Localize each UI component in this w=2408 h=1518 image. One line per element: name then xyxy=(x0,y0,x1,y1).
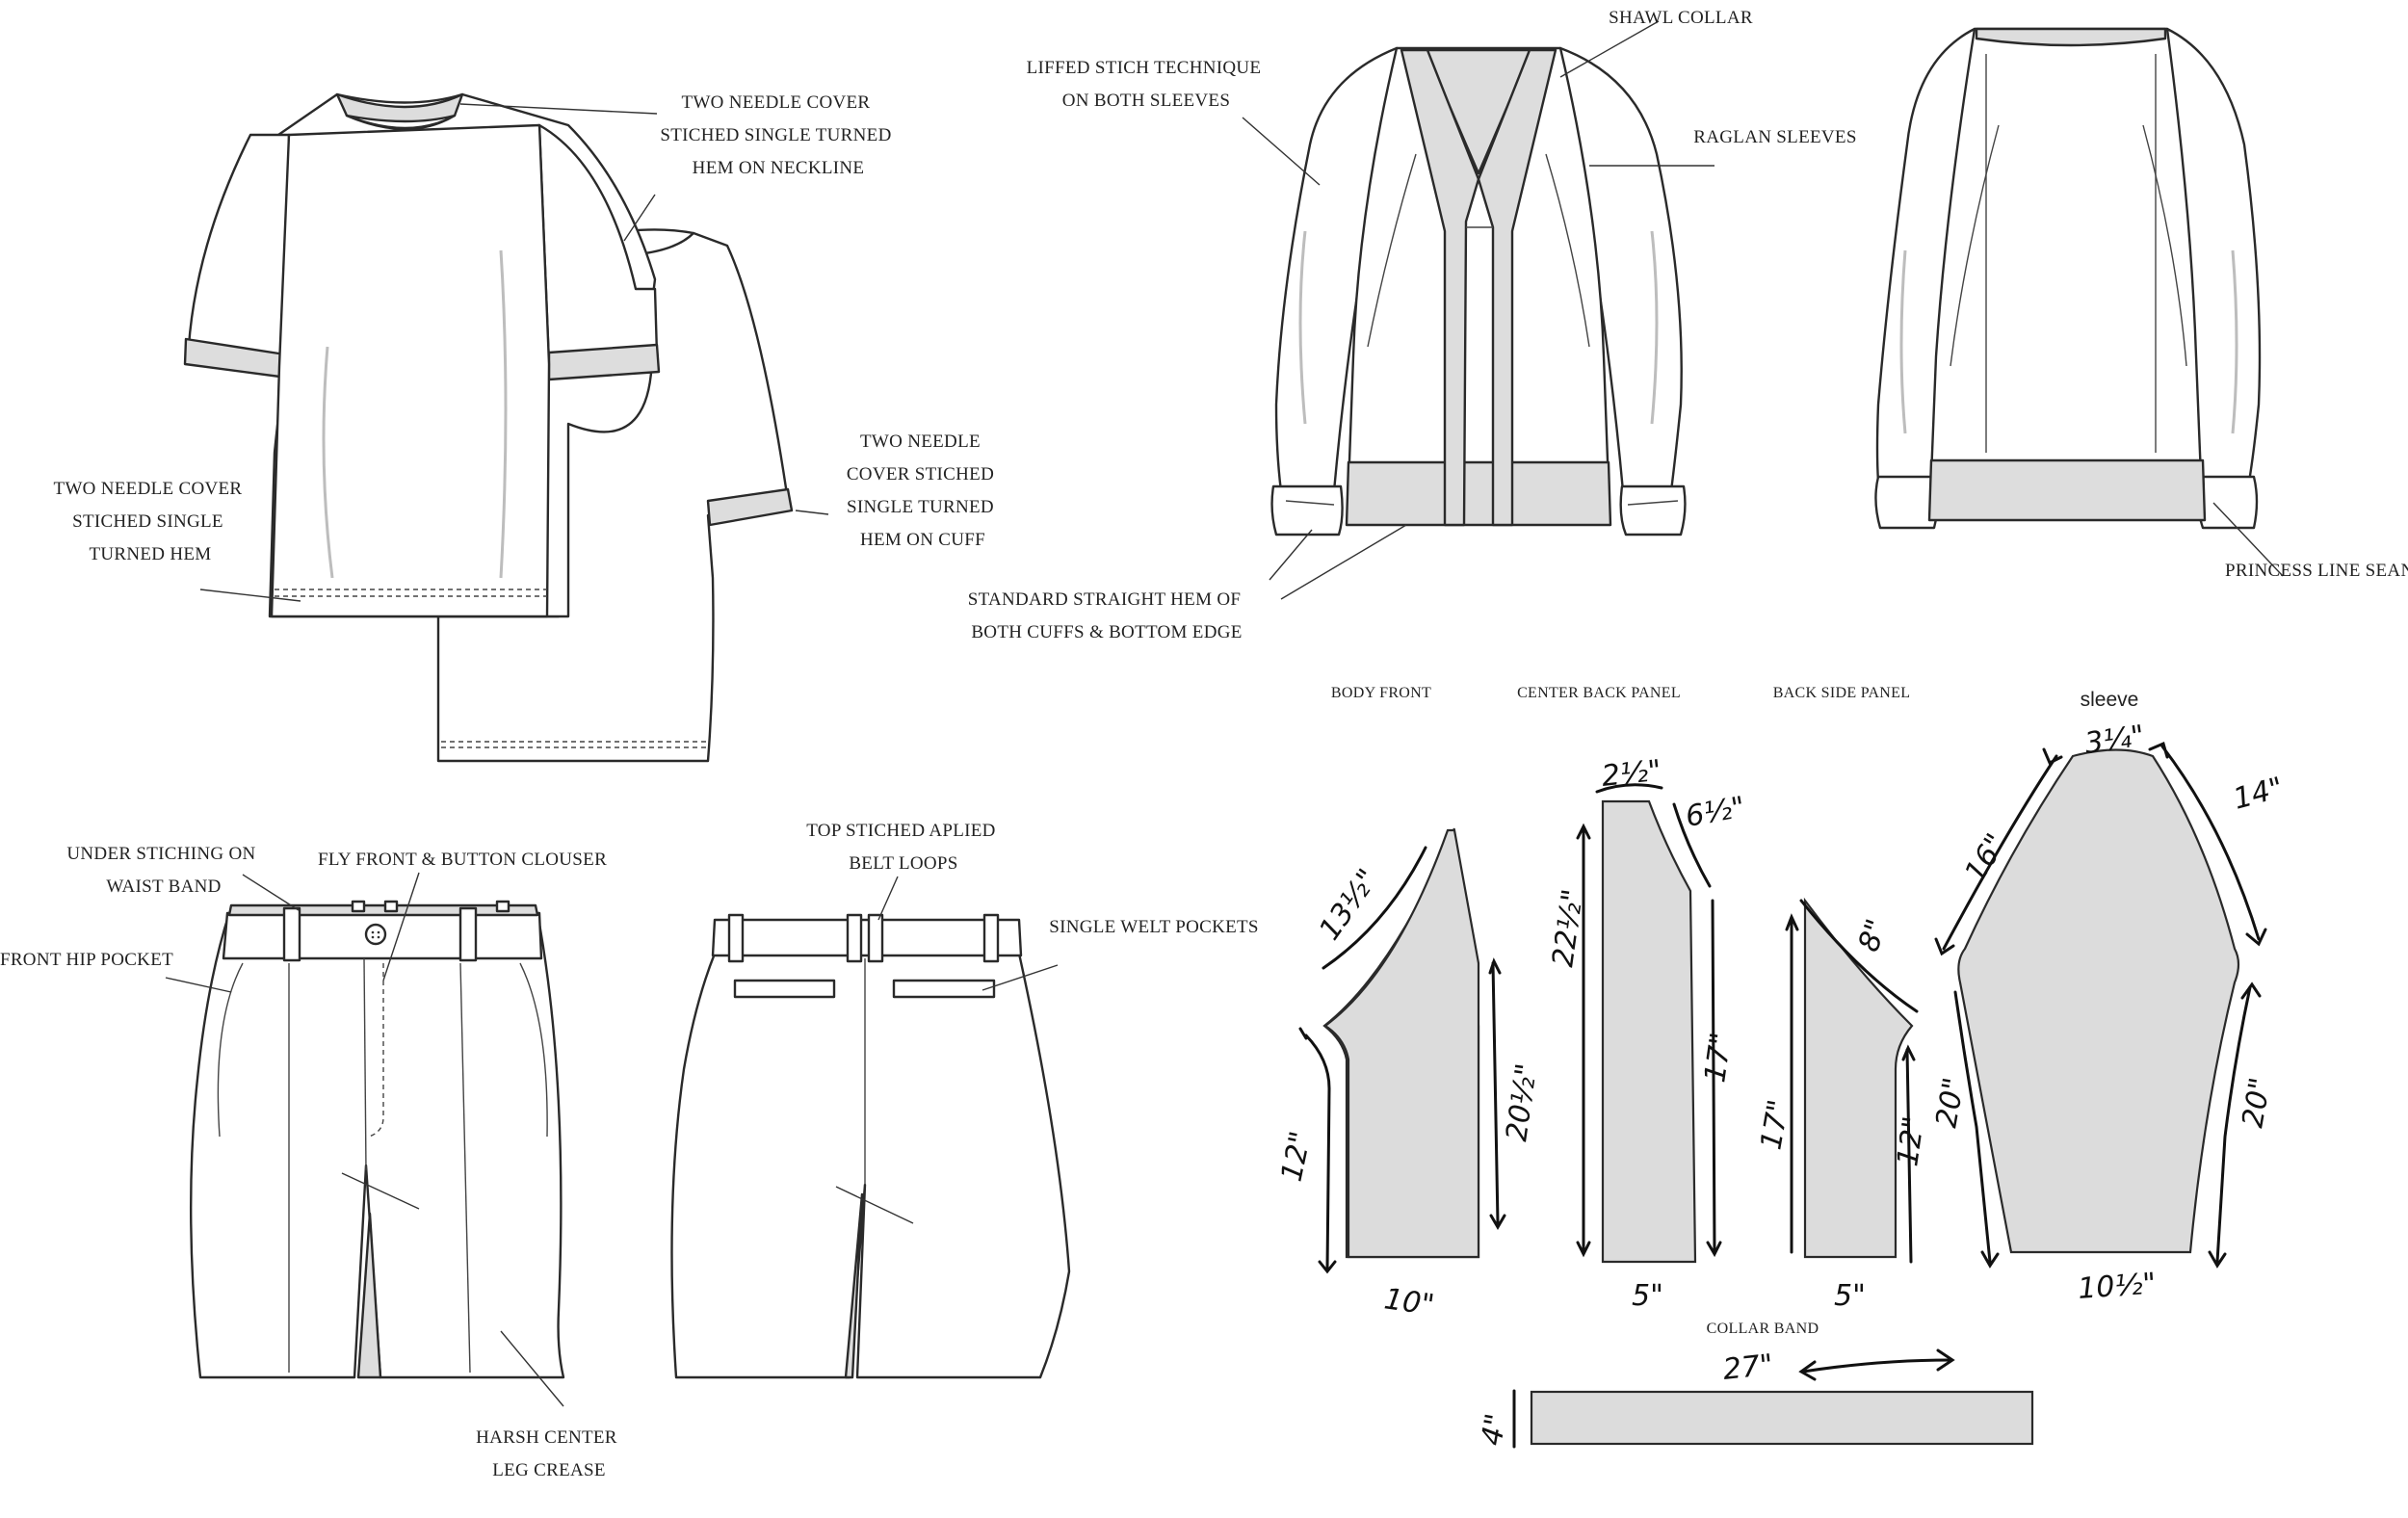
dim-back-side-armhole: 8" xyxy=(1852,915,1895,956)
callout-tshirt-hem: TWO NEEDLE COVER STICHED SINGLE TURNED H… xyxy=(54,479,248,564)
cardigan-back-drawing xyxy=(1874,27,2262,530)
shorts-back-drawing xyxy=(670,913,1071,1379)
tshirt-front-drawing xyxy=(183,92,661,618)
dim-body-front-bottom: 10" xyxy=(1382,1282,1436,1322)
dim-back-side-right: 12" xyxy=(1891,1114,1931,1168)
leader-crease-1 xyxy=(341,1172,420,1210)
pattern-center-back xyxy=(1576,783,1722,1264)
panel-title-center-back: CENTER BACK PANEL xyxy=(1517,685,1681,701)
callout-welt-pockets: SINGLE WELT POCKETS xyxy=(1049,917,1259,937)
leader-cuff xyxy=(795,510,829,515)
dim-center-back-bottom: 5" xyxy=(1632,1279,1663,1313)
tshirt-back-drawing xyxy=(436,228,794,763)
dim-sleeve-left: 20" xyxy=(1929,1075,1971,1130)
leader-welt-pockets xyxy=(982,964,1059,991)
callout-neckline: TWO NEEDLE COVER STICHED SINGLE TURNED H… xyxy=(660,92,896,178)
dim-sleeve-right: 20" xyxy=(2236,1075,2277,1130)
dim-sleeve-bottom: 10½" xyxy=(2077,1267,2157,1306)
pattern-sleeve xyxy=(1934,741,2267,1269)
leader-back-crease xyxy=(835,1186,914,1224)
dim-sleeve-back-raglan: 14" xyxy=(2230,771,2287,816)
callout-tshirt-cuff: TWO NEEDLE COVER STICHED SINGLE TURNED H… xyxy=(847,432,999,550)
cardigan-front-drawing xyxy=(1270,46,1687,537)
dim-collar-height: 4" xyxy=(1475,1411,1513,1448)
callout-shawl-collar: SHAWL COLLAR xyxy=(1609,8,1753,28)
panel-title-back-side: BACK SIDE PANEL xyxy=(1773,685,1911,701)
leader-waistband xyxy=(242,874,300,911)
callout-fly: FLY FRONT & BUTTON CLOUSER xyxy=(318,850,607,870)
dim-center-back-shoulder: 6½" xyxy=(1683,791,1747,834)
dim-center-back-right: 17" xyxy=(1698,1031,1739,1085)
dim-back-side-bottom: 5" xyxy=(1834,1279,1866,1313)
leader-hem xyxy=(199,589,301,602)
dim-sleeve-top: 3¼" xyxy=(2082,720,2146,761)
pattern-body-front xyxy=(1298,827,1506,1274)
dim-back-side-left: 17" xyxy=(1754,1097,1795,1152)
callout-waistband: UNDER STICHING ON WAIST BAND xyxy=(66,844,260,897)
dim-body-front-neck: 13½" xyxy=(1313,863,1385,946)
callout-cardigan-hem: STANDARD STRAIGHT HEM OF BOTH CUFFS & BO… xyxy=(968,589,1246,642)
callout-hip-pocket: FRONT HIP POCKET xyxy=(0,950,173,970)
leader-princess-seam xyxy=(2212,502,2284,577)
panel-title-collar-band: COLLAR BAND xyxy=(1707,1321,1819,1337)
pattern-collar-band xyxy=(1512,1348,2034,1449)
shorts-front-drawing xyxy=(189,900,565,1379)
callout-crease: HARSH CENTER LEG CREASE xyxy=(476,1427,622,1480)
dim-body-front-center: 20½" xyxy=(1500,1061,1544,1143)
callout-princess-seam: PRINCESS LINE SEAN xyxy=(2225,561,2408,581)
leader-shawl-collar xyxy=(1559,20,1660,78)
leader-crease-2 xyxy=(500,1330,564,1407)
leader-bottom-hem xyxy=(1280,524,1407,600)
pattern-back-side xyxy=(1785,897,1919,1264)
leader-hip-pocket xyxy=(165,977,232,993)
leader-fly xyxy=(382,872,420,981)
callout-raglan: RAGLAN SLEEVES xyxy=(1693,127,1856,147)
leader-neckline xyxy=(459,103,658,115)
leader-belt-loops xyxy=(877,876,899,921)
callout-belt-loops: TOP STICHED APLIED BELT LOOPS xyxy=(806,821,1001,874)
panel-title-sleeve: sleeve xyxy=(2081,689,2139,711)
dim-center-back-top: 2½" xyxy=(1600,754,1662,794)
panel-title-body-front: BODY FRONT xyxy=(1331,685,1431,701)
leader-lifted-stitch xyxy=(1242,117,1321,186)
callout-lifted-stitch: LIFFED STICH TECHNIQUE ON BOTH SLEEVES xyxy=(1027,58,1267,111)
dim-collar-length: 27" xyxy=(1721,1348,1774,1387)
leader-back-neck xyxy=(623,194,656,242)
leader-cuff-hem xyxy=(1269,529,1313,581)
dim-body-front-side: 12" xyxy=(1275,1129,1319,1185)
